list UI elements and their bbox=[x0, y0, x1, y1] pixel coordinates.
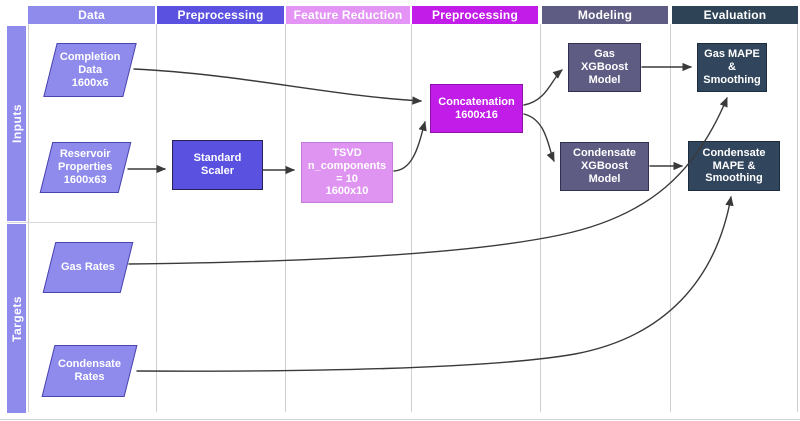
column-header-evaluation: Evaluation bbox=[672, 6, 798, 24]
edge-completion-data-to-concatenation bbox=[133, 68, 423, 105]
edge-condensate-rates-to-condensate-mape bbox=[136, 195, 734, 372]
row-group-inputs: Inputs bbox=[7, 26, 26, 221]
node-gas-rates: Gas Rates bbox=[42, 242, 134, 293]
node-reservoir-properties: Reservoir Properties 1600x63 bbox=[39, 142, 132, 193]
edge-concatenation-to-gas-xgboost bbox=[523, 69, 563, 106]
grid-line bbox=[28, 24, 29, 412]
grid-line bbox=[540, 24, 541, 412]
column-header-modeling: Modeling bbox=[542, 6, 668, 24]
node-tsvd: TSVD n_components = 10 1600x10 bbox=[301, 142, 393, 203]
row-group-targets: Targets bbox=[7, 224, 26, 413]
column-header-feature-reduction: Feature Reduction bbox=[286, 6, 410, 24]
grid-line bbox=[797, 24, 798, 412]
row-group-inputs-label: Inputs bbox=[9, 104, 24, 143]
node-condensate-rates: Condensate Rates bbox=[41, 345, 138, 397]
row-group-targets-label: Targets bbox=[9, 295, 24, 342]
node-condensate-xgboost-model: Condensate XGBoost Model bbox=[560, 142, 649, 191]
node-condensate-mape-smoothing: Condensate MAPE & Smoothing bbox=[688, 141, 780, 191]
node-completion-data: Completion Data 1600x6 bbox=[43, 43, 137, 97]
grid-line bbox=[285, 24, 286, 412]
node-standard-scaler: Standard Scaler bbox=[172, 140, 263, 190]
node-gas-mape-smoothing: Gas MAPE & Smoothing bbox=[697, 43, 767, 92]
node-gas-xgboost-model: Gas XGBoost Model bbox=[568, 43, 641, 92]
bottom-border bbox=[0, 419, 800, 420]
grid-line bbox=[411, 24, 412, 412]
edge-concatenation-to-condensate-xgboost bbox=[523, 113, 555, 163]
column-header-preprocessing-1: Preprocessing bbox=[157, 6, 284, 24]
column-header-data: Data bbox=[28, 6, 155, 24]
column-header-preprocessing-2: Preprocessing bbox=[412, 6, 538, 24]
grid-line bbox=[670, 24, 671, 412]
node-concatenation: Concatenation 1600x16 bbox=[430, 84, 523, 133]
edge-tsvd-to-concatenation bbox=[393, 120, 427, 172]
grid-line bbox=[156, 24, 157, 412]
inputs-targets-divider bbox=[7, 222, 156, 223]
